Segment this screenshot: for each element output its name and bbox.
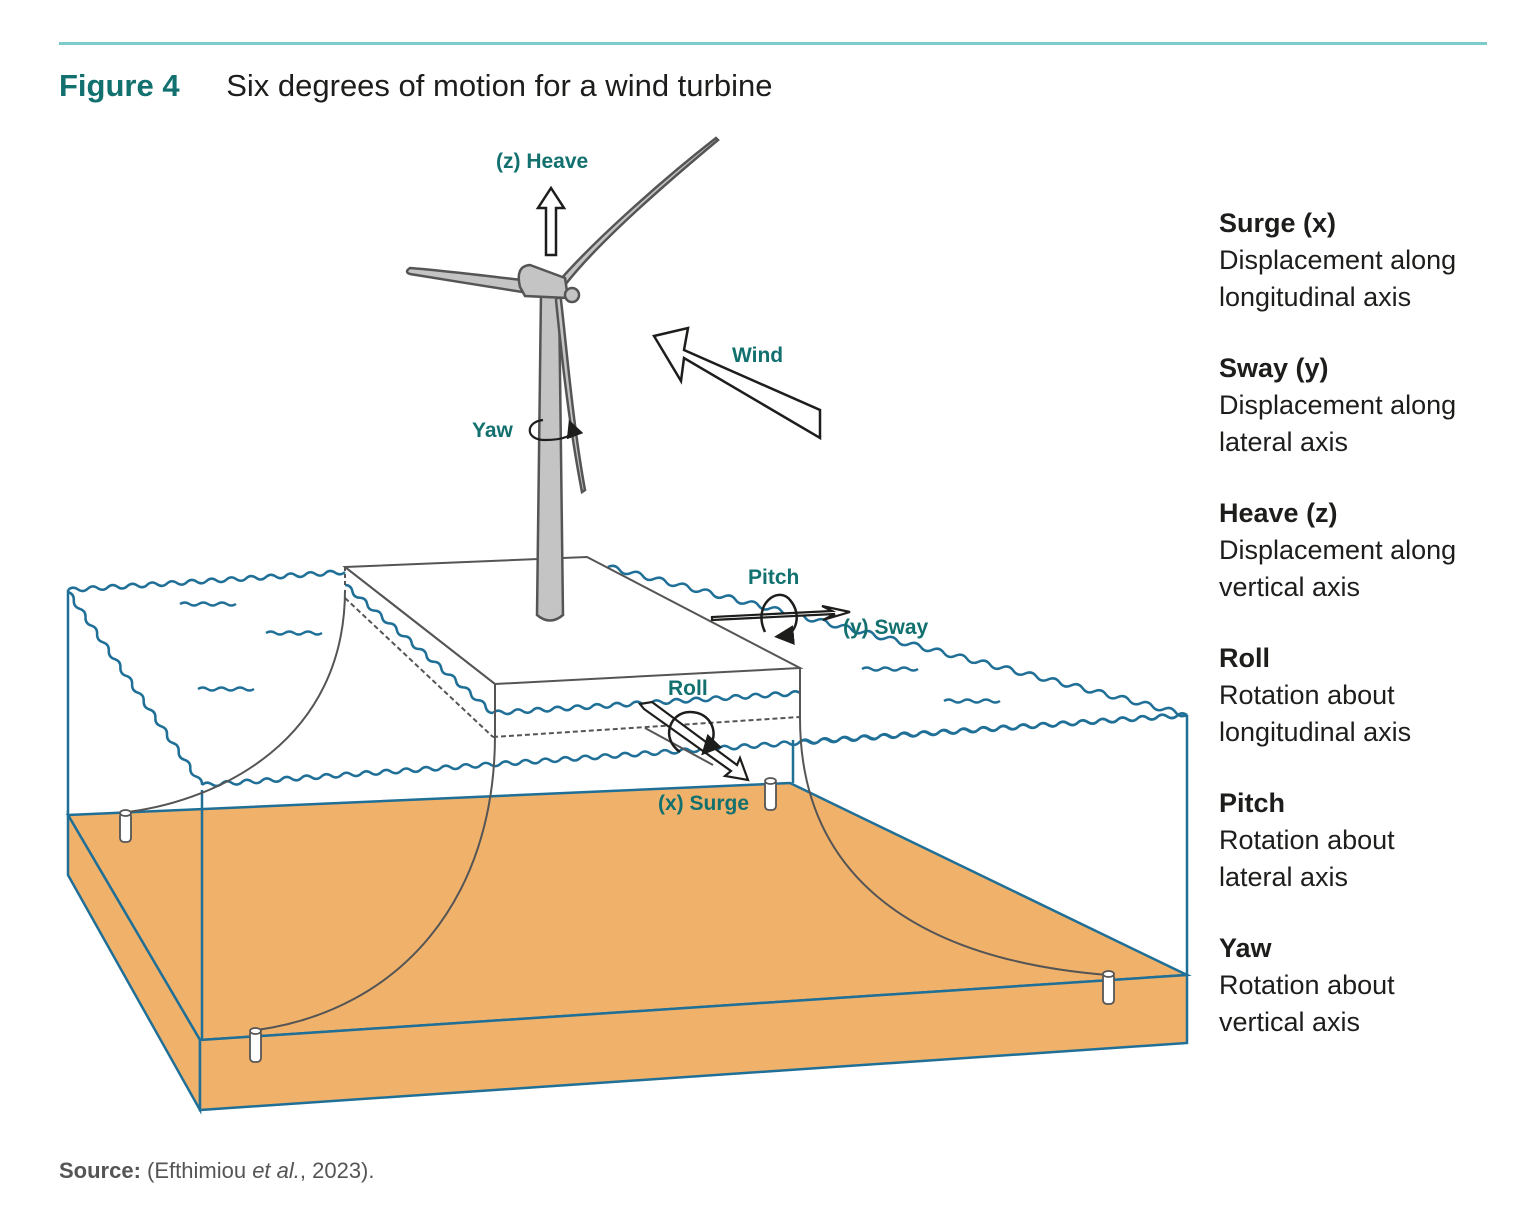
mooring-lines — [127, 589, 1109, 1031]
legend-desc: longitudinal axis — [1219, 282, 1412, 312]
legend-desc: vertical axis — [1219, 1007, 1361, 1037]
platform-hidden-front-bottom — [492, 716, 801, 738]
legend-item-sway: Sway (y) Displacement along lateral axis — [1219, 350, 1509, 461]
anchor-back-left — [119, 809, 132, 843]
water-surface-back-right — [607, 564, 1188, 718]
mooring-line-front-right — [799, 717, 1109, 976]
legend-term: Sway (y) — [1219, 353, 1329, 383]
legend-item-heave: Heave (z) Displacement along vertical ax… — [1219, 495, 1509, 606]
motion-legend: Surge (x) Displacement along longitudina… — [1219, 205, 1509, 1075]
turbine-blade-up — [558, 136, 720, 287]
legend-desc: Rotation about — [1219, 680, 1395, 710]
ripple — [265, 630, 323, 636]
heave-arrow-icon — [535, 185, 567, 257]
sway-label: (y) Sway — [843, 616, 929, 639]
anchor-center — [764, 777, 777, 811]
mooring-line-front-left — [256, 734, 496, 1031]
legend-term: Roll — [1219, 643, 1270, 673]
seabed-block — [65, 781, 1192, 1115]
legend-desc: Displacement along — [1219, 535, 1457, 565]
source-text-pre: (Efthimiou — [140, 1158, 253, 1183]
ripple — [861, 666, 919, 672]
water-surface-front-right — [799, 712, 1188, 745]
seabed-front-face — [198, 973, 1189, 1112]
mooring-line-back-left — [127, 589, 346, 813]
water-volume — [66, 564, 1189, 1040]
legend-desc: lateral axis — [1219, 862, 1349, 892]
legend-desc: longitudinal axis — [1219, 717, 1412, 747]
turbine-hub — [563, 286, 581, 304]
floating-platform — [342, 555, 804, 738]
ripple — [943, 698, 1001, 704]
turbine-tower — [535, 290, 565, 622]
heave-label: (z) Heave — [496, 150, 588, 173]
pitch-label: Pitch — [748, 566, 799, 589]
legend-item-surge: Surge (x) Displacement along longitudina… — [1219, 205, 1509, 316]
roll-label: Roll — [668, 677, 708, 700]
turbine-blade-down — [554, 287, 587, 495]
legend-desc: Displacement along — [1219, 390, 1457, 420]
legend-desc: lateral axis — [1219, 427, 1349, 457]
surge-arrow-icon — [637, 700, 750, 782]
figure-title: Figure 4 Six degrees of motion for a win… — [59, 68, 772, 104]
figure-number: Figure 4 — [59, 68, 180, 103]
anchors — [119, 777, 1115, 1063]
turbine-nacelle — [517, 263, 570, 300]
legend-item-yaw: Yaw Rotation about vertical axis — [1219, 930, 1509, 1041]
legend-term: Heave (z) — [1219, 498, 1338, 528]
legend-desc: Rotation about — [1219, 970, 1395, 1000]
water-surface-diagonal-left — [67, 590, 204, 786]
source-label: Source: — [59, 1158, 141, 1183]
platform-hidden-bottom-edge — [344, 597, 494, 738]
ripple — [179, 601, 237, 607]
surge-label: (x) Surge — [658, 792, 749, 815]
wind-label: Wind — [732, 344, 783, 367]
legend-term: Yaw — [1219, 933, 1272, 963]
legend-term: Surge (x) — [1219, 208, 1337, 238]
anchor-front-right — [1102, 970, 1115, 1005]
figure-caption: Six degrees of motion for a wind turbine — [226, 68, 773, 103]
wind-turbine — [405, 136, 720, 622]
legend-term: Pitch — [1219, 788, 1286, 818]
legend-desc: Displacement along — [1219, 245, 1457, 275]
pitch-rotation-icon — [760, 593, 798, 646]
source-text-post: , 2023). — [299, 1158, 375, 1183]
top-rule — [59, 42, 1487, 45]
roll-rotation-icon — [668, 710, 723, 756]
legend-item-roll: Roll Rotation about longitudinal axis — [1219, 640, 1509, 751]
surge-arrow-shadow — [644, 727, 714, 766]
ripple — [197, 686, 255, 692]
source-citation: Source: (Efthimiou et al., 2023). — [59, 1158, 375, 1184]
legend-item-pitch: Pitch Rotation about lateral axis — [1219, 785, 1509, 896]
yaw-label: Yaw — [472, 419, 514, 442]
anchor-front-left — [249, 1027, 262, 1063]
source-text-italic: et al. — [252, 1158, 300, 1183]
platform-edge — [344, 566, 496, 685]
sway-arrow-icon — [710, 604, 851, 622]
water-surface-back-left — [67, 569, 346, 593]
legend-desc: vertical axis — [1219, 572, 1361, 602]
wind-arrow-icon — [652, 326, 822, 441]
yaw-rotation-icon — [528, 418, 584, 442]
water-line-platform-side — [344, 583, 494, 715]
legend-desc: Rotation about — [1219, 825, 1395, 855]
